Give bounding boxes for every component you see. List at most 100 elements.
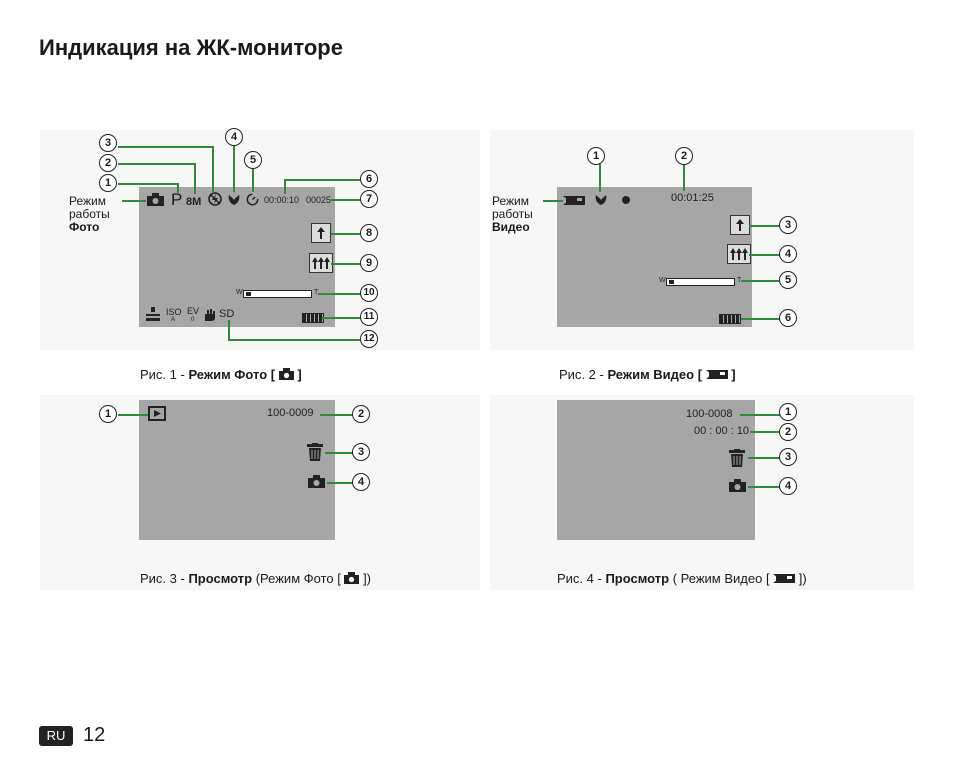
callout-number: 6: [779, 309, 797, 327]
caption-bracket: [: [765, 571, 774, 586]
ev-value: 0: [191, 317, 195, 323]
caption-prefix: Рис. 1 -: [140, 367, 189, 382]
callout-number: 3: [779, 216, 797, 234]
callout-number: 1: [99, 405, 117, 423]
figure-1-screen: [139, 187, 335, 327]
leader-line: [118, 414, 148, 416]
battery-icon: [719, 314, 741, 324]
callout-number: 5: [779, 271, 797, 289]
leader-line: [118, 183, 178, 185]
leader-line: [683, 164, 685, 191]
playback-icon: [148, 406, 166, 421]
mode-name: Видео: [492, 220, 530, 234]
up-arrow-icon: [311, 223, 331, 243]
camera-icon: [308, 475, 325, 488]
mode-label-line2: работы: [69, 207, 110, 221]
leader-line: [327, 482, 353, 484]
mode-name: Фото: [69, 220, 100, 234]
iso-label: ISO: [166, 307, 182, 317]
callout-number: 4: [225, 128, 243, 146]
caption-prefix: Рис. 4 -: [557, 571, 606, 586]
leader-line: [228, 320, 230, 340]
caption-bracket: ]): [795, 571, 807, 586]
leader-line: [741, 318, 780, 320]
leader-line: [741, 280, 780, 282]
callout-number: 10: [360, 284, 378, 302]
page-title: Индикация на ЖК-мониторе: [39, 35, 343, 60]
caption-bracket: ]): [359, 571, 372, 586]
video-duration: 00 : 00 : 10: [694, 425, 750, 437]
caption-prefix: Рис. 3 -: [140, 571, 189, 586]
leader-line: [749, 254, 780, 256]
program-mode-indicator: P: [171, 190, 183, 209]
caption-prefix: Рис. 2 -: [559, 367, 608, 382]
callout-number: 3: [352, 443, 370, 461]
figure-1-caption: Рис. 1 - Режим Фото [ ]: [140, 367, 302, 382]
leader-line: [118, 163, 196, 165]
figure-2-mode-label: Режим работы Видео: [492, 195, 533, 234]
callout-number: 1: [99, 174, 117, 192]
zoom-tele-label: T: [737, 277, 742, 284]
leader-line: [749, 225, 780, 227]
iso-value: A: [171, 317, 176, 323]
callout-number: 1: [779, 403, 797, 421]
leader-line: [322, 317, 361, 319]
callout-number: 4: [779, 245, 797, 263]
leader-line: [318, 293, 361, 295]
leader-line: [118, 146, 214, 148]
leader-line: [284, 179, 286, 194]
zoom-arrows-icon: [309, 253, 333, 273]
mode-label-line2: работы: [492, 207, 533, 221]
leader-line: [599, 164, 601, 192]
callout-number: 4: [779, 477, 797, 495]
video-camera-icon: [773, 574, 796, 583]
callout-number: 12: [360, 330, 378, 348]
page-number: 12: [83, 724, 106, 746]
callout-number: 3: [779, 448, 797, 466]
figure-3-caption: Рис. 3 - Просмотр (Режим Фото [ ]): [140, 571, 371, 586]
leader-line: [331, 199, 361, 201]
zoom-bar: [666, 278, 735, 286]
leader-line: [325, 452, 353, 454]
caption-bracket: [: [337, 571, 345, 586]
recording-time: 00:01:25: [671, 192, 714, 204]
sd-card-indicator: SD: [219, 308, 235, 320]
callout-number: 2: [675, 147, 693, 165]
camera-icon: [278, 368, 294, 380]
leader-line: [748, 457, 780, 459]
file-number: 100-0009: [267, 407, 314, 419]
camera-icon: [729, 479, 746, 492]
caption-bold: Просмотр: [188, 571, 253, 586]
anti-shake-hand-icon: [205, 309, 215, 321]
callout-number: 2: [352, 405, 370, 423]
caption-bracket: ]: [293, 367, 302, 382]
caption-rest: (Режим Фото: [252, 571, 338, 586]
caption-bracket: ]: [727, 367, 736, 382]
leader-line: [228, 339, 361, 341]
callout-number: 8: [360, 224, 378, 242]
leader-line: [233, 146, 235, 192]
callout-number: 11: [360, 308, 378, 326]
zoom-tele-label: T: [314, 289, 319, 296]
self-timer-icon: [246, 193, 259, 206]
zoom-arrows-icon: [727, 244, 751, 264]
camera-icon: [147, 193, 164, 206]
callout-number: 4: [352, 473, 370, 491]
leader-line: [331, 233, 361, 235]
zoom-wide-label: W: [236, 289, 243, 296]
camera-icon: [344, 572, 360, 584]
leader-line: [252, 168, 254, 192]
callout-number: 1: [587, 147, 605, 165]
recording-time: 00:00:10: [264, 195, 300, 205]
leader-line: [748, 486, 780, 488]
callout-number: 2: [779, 423, 797, 441]
callout-number: 5: [244, 151, 262, 169]
shots-remaining: 00025: [306, 195, 332, 205]
video-camera-icon: [563, 196, 585, 205]
mode-label-line1: Режим: [69, 194, 106, 208]
caption-bold: Режим Видео: [607, 367, 695, 382]
macro-icon: [228, 195, 240, 205]
leader-line: [331, 263, 361, 265]
trash-icon: [307, 443, 323, 461]
callout-number: 6: [360, 170, 378, 188]
